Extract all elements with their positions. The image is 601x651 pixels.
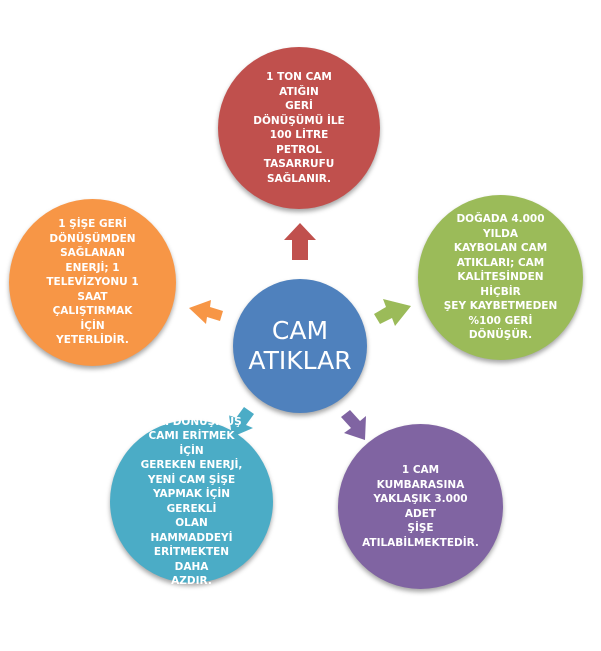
center-node: CAM ATIKLAR (233, 279, 367, 413)
arrow-to-left (189, 300, 223, 324)
node-right: DOĞADA 4.000 YILDA KAYBOLAN CAM ATIKLARI… (418, 195, 583, 360)
node-bottom-right-text: 1 CAM KUMBARASINA YAKLAŞIK 3.000 ADET Şİ… (362, 464, 479, 549)
arrow-to-bottom-left (229, 407, 254, 437)
node-top: 1 TON CAM ATIĞIN GERİ DÖNÜŞÜMÜ İLE 100 L… (218, 47, 380, 209)
arrow-to-top (284, 223, 316, 260)
node-left: 1 ŞİŞE GERİ DÖNÜŞÜMDEN SAĞLANAN ENERJİ; … (9, 199, 176, 366)
center-title: CAM ATIKLAR (248, 316, 352, 375)
node-right-text: DOĞADA 4.000 YILDA KAYBOLAN CAM ATIKLARI… (443, 213, 558, 342)
node-top-text: 1 TON CAM ATIĞIN GERİ DÖNÜŞÜMÜ İLE 100 L… (253, 71, 345, 185)
node-bottom-left-text: GERİ DÖNÜŞMÜŞ CAMI ERİTMEK İÇİN GEREKEN … (140, 415, 243, 588)
node-bottom-left: GERİ DÖNÜŞMÜŞ CAMI ERİTMEK İÇİN GEREKEN … (110, 416, 273, 587)
node-bottom-right: 1 CAM KUMBARASINA YAKLAŞIK 3.000 ADET Şİ… (338, 424, 503, 589)
arrow-to-bottom-right (341, 410, 366, 440)
node-left-text: 1 ŞİŞE GERİ DÖNÜŞÜMDEN SAĞLANAN ENERJİ; … (46, 218, 139, 347)
arrow-to-right (374, 299, 411, 326)
